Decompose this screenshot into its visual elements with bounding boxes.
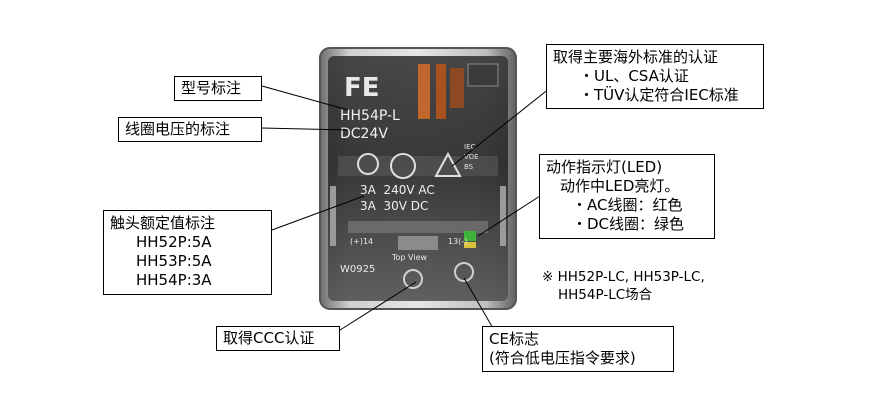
- date-code: W0925: [340, 264, 375, 275]
- coil-voltage-label: 线圈电压的标注: [125, 120, 231, 138]
- relay-voltage: DC24V: [340, 126, 388, 142]
- relay-rating-ac: 3A 240V AC: [360, 183, 435, 197]
- ce-callout: CE标志 (符合低电压指令要求): [482, 326, 674, 372]
- ccc-callout: 取得CCC认证: [216, 326, 340, 351]
- leader-model: [261, 85, 349, 111]
- overseas-cert-line: ・TÜV认定符合IEC标准: [579, 86, 739, 104]
- contact-rating-line: HH54P:3A: [136, 271, 212, 289]
- leader-overseas: [451, 87, 551, 167]
- model-callout: 型号标注: [174, 76, 262, 101]
- led-color-line: ・AC线圈：红色: [572, 196, 683, 214]
- leader-coil: [261, 127, 349, 131]
- led-note-line: HH54P-LC场合: [558, 287, 653, 303]
- led-title: 动作指示灯(LED): [546, 158, 663, 176]
- ul-mark: [357, 153, 379, 175]
- relay-photo: FE HH54P-L DC24V IEC VDE BS 3A 240V AC 3…: [319, 47, 517, 310]
- ccc-mark: [403, 269, 423, 289]
- mark-vde: VDE: [464, 153, 479, 161]
- led-callout: 动作指示灯(LED) 动作中LED亮灯。 ・AC线圈：红色 ・DC线圈：绿色: [539, 154, 715, 239]
- contact-rating-callout: 触头额定值标注 HH52P:5A HH53P:5A HH54P:3A: [103, 210, 272, 295]
- leader-ce: [463, 277, 495, 331]
- led: [464, 231, 476, 241]
- terminal-left: (+)14: [350, 237, 373, 246]
- led-note: ※ HH52P-LC, HH53P-LC, HH54P-LC场合: [542, 268, 705, 304]
- copper-contact: [418, 64, 430, 119]
- contact-rating-line: HH53P:5A: [136, 252, 212, 270]
- overseas-cert-callout: 取得主要海外标准的认证 ・UL、CSA认证 ・TÜV认定符合IEC标准: [546, 44, 764, 109]
- leader-ccc: [339, 281, 417, 331]
- ce-title: CE标志: [489, 330, 539, 348]
- contact-rating-line: HH52P:5A: [136, 233, 212, 251]
- ce-sub: (符合低电压指令要求): [489, 349, 636, 367]
- overseas-cert-line: ・UL、CSA认证: [579, 67, 689, 85]
- model-label: 型号标注: [181, 79, 242, 97]
- led-note-line: ※ HH52P-LC, HH53P-LC,: [542, 269, 705, 285]
- leader-rating: [271, 195, 365, 231]
- led-sub: 动作中LED亮灯。: [560, 177, 680, 195]
- mark-iec: IEC: [464, 143, 475, 151]
- relay-logo: FE: [344, 73, 380, 103]
- terminal-right: 13(-): [448, 237, 467, 246]
- coil-voltage-callout: 线圈电压的标注: [118, 117, 262, 142]
- overseas-cert-title: 取得主要海外标准的认证: [553, 48, 719, 66]
- mark-bs: BS: [464, 163, 474, 171]
- top-view-label: Top View: [391, 253, 427, 262]
- copper-contact: [436, 64, 446, 119]
- relay-model: HH54P-L: [340, 108, 400, 124]
- ce-mark: [454, 262, 474, 282]
- ccc-label: 取得CCC认证: [223, 329, 315, 347]
- contact-rating-title: 触头额定值标注: [110, 214, 216, 232]
- csa-mark: [390, 153, 416, 179]
- relay-rating-dc: 3A 30V DC: [360, 199, 428, 213]
- leader-led: [477, 195, 541, 237]
- led-color-line: ・DC线圈：绿色: [572, 215, 685, 233]
